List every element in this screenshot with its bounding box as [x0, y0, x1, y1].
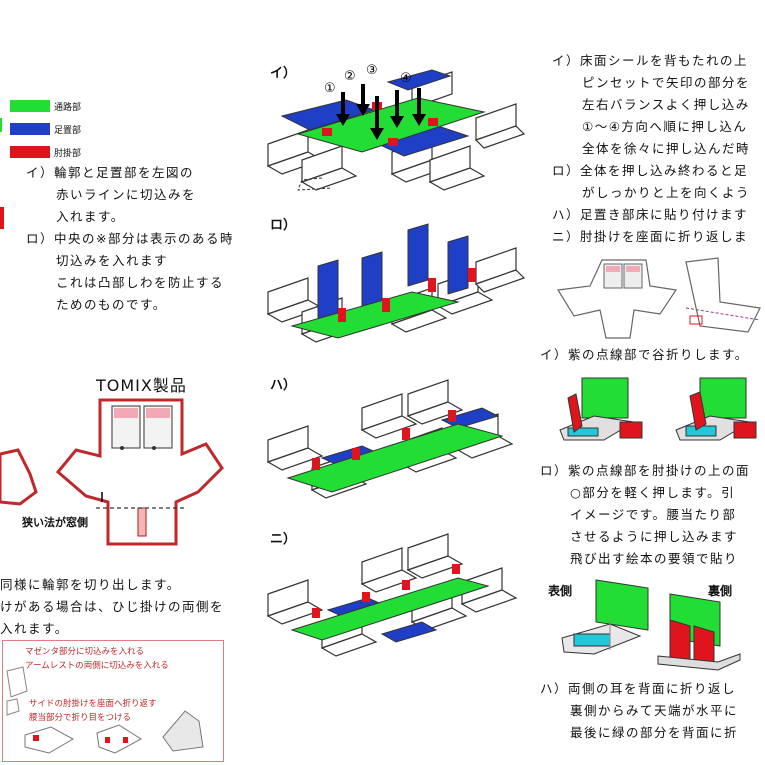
legend-swatch-red: [10, 146, 50, 158]
section-label-ro: ロ）: [270, 218, 297, 233]
partial-seat-piece: [0, 448, 38, 506]
section-label-ha: ハ）: [270, 378, 297, 393]
stage-ni-blue-floor-2: [380, 621, 438, 643]
ha-final-line3: 最後に緑の部分を背面に折: [570, 725, 739, 740]
right-ro1: ロ）全体を押し込み終わると足: [552, 163, 749, 178]
step-i-fold: イ）紫の点線部で谷折りします。: [540, 347, 749, 362]
right-i2: ピンセットで矢印の部分を: [582, 75, 751, 90]
step-ro-line5: 飛び出す絵本の要領で貼り: [570, 551, 739, 566]
step-ro-line3: イメージです。腰当たり部: [570, 507, 737, 522]
legend-swatch-green: [10, 100, 50, 112]
front-back-sketches: [561, 579, 741, 671]
stage-ro-green-aisle: [290, 291, 460, 339]
step-ro-line4: させるように押し込みます: [570, 529, 739, 544]
note-line1: マゼンタ部分に切込みを入れる: [25, 647, 145, 657]
right-i5: 全体を徐々に押し込んだ時: [582, 141, 751, 156]
left-instruction-ro4: ためのものです。: [56, 297, 167, 312]
section-label-i: イ）: [270, 66, 297, 81]
note-line2: アームレストの両側に切込みを入れる: [25, 661, 169, 671]
legend-swatch-blue: [10, 123, 50, 135]
legend-label-armrest: 肘掛部: [54, 149, 82, 159]
right-i4: ①～④方向へ順に押し込ん: [582, 119, 748, 134]
note-box: マゼンタ部分に切込みを入れる アームレストの両側に切込みを入れる サイドの肘掛け…: [2, 640, 224, 762]
stage-i-blue-floor-top: [386, 69, 452, 91]
stage-ro-blue-panel-1: [317, 259, 339, 321]
left-edge-mark-small: [0, 118, 2, 132]
left-instruction-ro2: 切込みを入れます: [56, 253, 169, 268]
right-i3: 左右バランスよく押し込み: [582, 97, 750, 112]
note-line3: サイドの肘掛けを座面へ折り返す: [29, 699, 157, 709]
step-ro-line1: ロ）紫の点線部を肘掛けの上の面: [540, 463, 751, 478]
legend-label-aisle: 通路部: [54, 103, 82, 113]
section-label-ni: ニ）: [270, 532, 297, 547]
stage-ni-diagram: [266, 533, 518, 657]
stage-ro-diagram: [266, 223, 526, 343]
front-side-label: 表側: [548, 584, 573, 598]
right-ro2: がしっかりと上を向くよう: [582, 185, 751, 200]
arrow-number-3: ③: [366, 63, 378, 78]
seat-outline: [55, 398, 224, 546]
stage-ro-blue-panel-4: [447, 235, 469, 295]
bottom-left-line2: けがある場合は、ひじ掛けの両側を: [0, 599, 225, 614]
ha-final-line1: ハ）両側の耳を背面に折り返し: [540, 681, 737, 696]
step-ro-line2: ○部分を軽く押します。引: [570, 485, 736, 500]
note-sketches: [6, 666, 204, 754]
narrow-side-label: 狭い法が窓側: [22, 516, 88, 529]
valley-fold-sketches: [559, 377, 757, 441]
right-i1: イ）床面シールを背もたれの上: [552, 53, 749, 68]
stage-i-diagram: ① ② ③ ④: [266, 63, 526, 191]
bottom-left-line3: 入れます。: [0, 621, 69, 636]
note-line4: 腰当部分で折り目をつける: [29, 713, 132, 723]
arrow-number-4: ④: [400, 71, 412, 86]
arrow-number-1: ①: [324, 81, 336, 96]
ha-final-line2: 裏側からみて天端が水平に: [570, 703, 739, 718]
left-instruction-i3: 入れます。: [56, 209, 125, 224]
left-instruction-i: イ）輪郭と足置部を左図の: [26, 165, 195, 180]
stage-ha-diagram: [266, 379, 514, 499]
tomix-label: TOMIX製品: [96, 376, 187, 395]
center-slot: [137, 507, 147, 537]
stage-ha-green-aisle: [286, 423, 504, 493]
armrest-fold-sketch: [557, 257, 761, 339]
stage-ro-blue-panel-3: [407, 223, 429, 287]
stage-i-arrows: [336, 84, 426, 140]
stage-ni-green-aisle: [290, 577, 490, 641]
bottom-left-line1: 同様に輪郭を切り出します。: [0, 577, 181, 592]
left-instruction-ro3: これは凸部しわを防止する: [56, 275, 225, 290]
left-edge-red-mark: [0, 207, 4, 229]
seat-cutout-diagram: [0, 398, 224, 546]
back-side-label: 裏側: [708, 584, 733, 598]
arrow-number-2: ②: [344, 69, 356, 84]
right-ni1: ニ）肘掛けを座面に折り返しま: [552, 229, 749, 244]
legend-label-footrest: 足置部: [54, 126, 82, 136]
left-instruction-ro: ロ）中央の※部分は表示のある時: [26, 231, 234, 246]
left-instruction-i2: 赤いラインに切込みを: [56, 187, 197, 202]
right-ha1: ハ）足置き部床に貼り付けます: [552, 207, 749, 222]
